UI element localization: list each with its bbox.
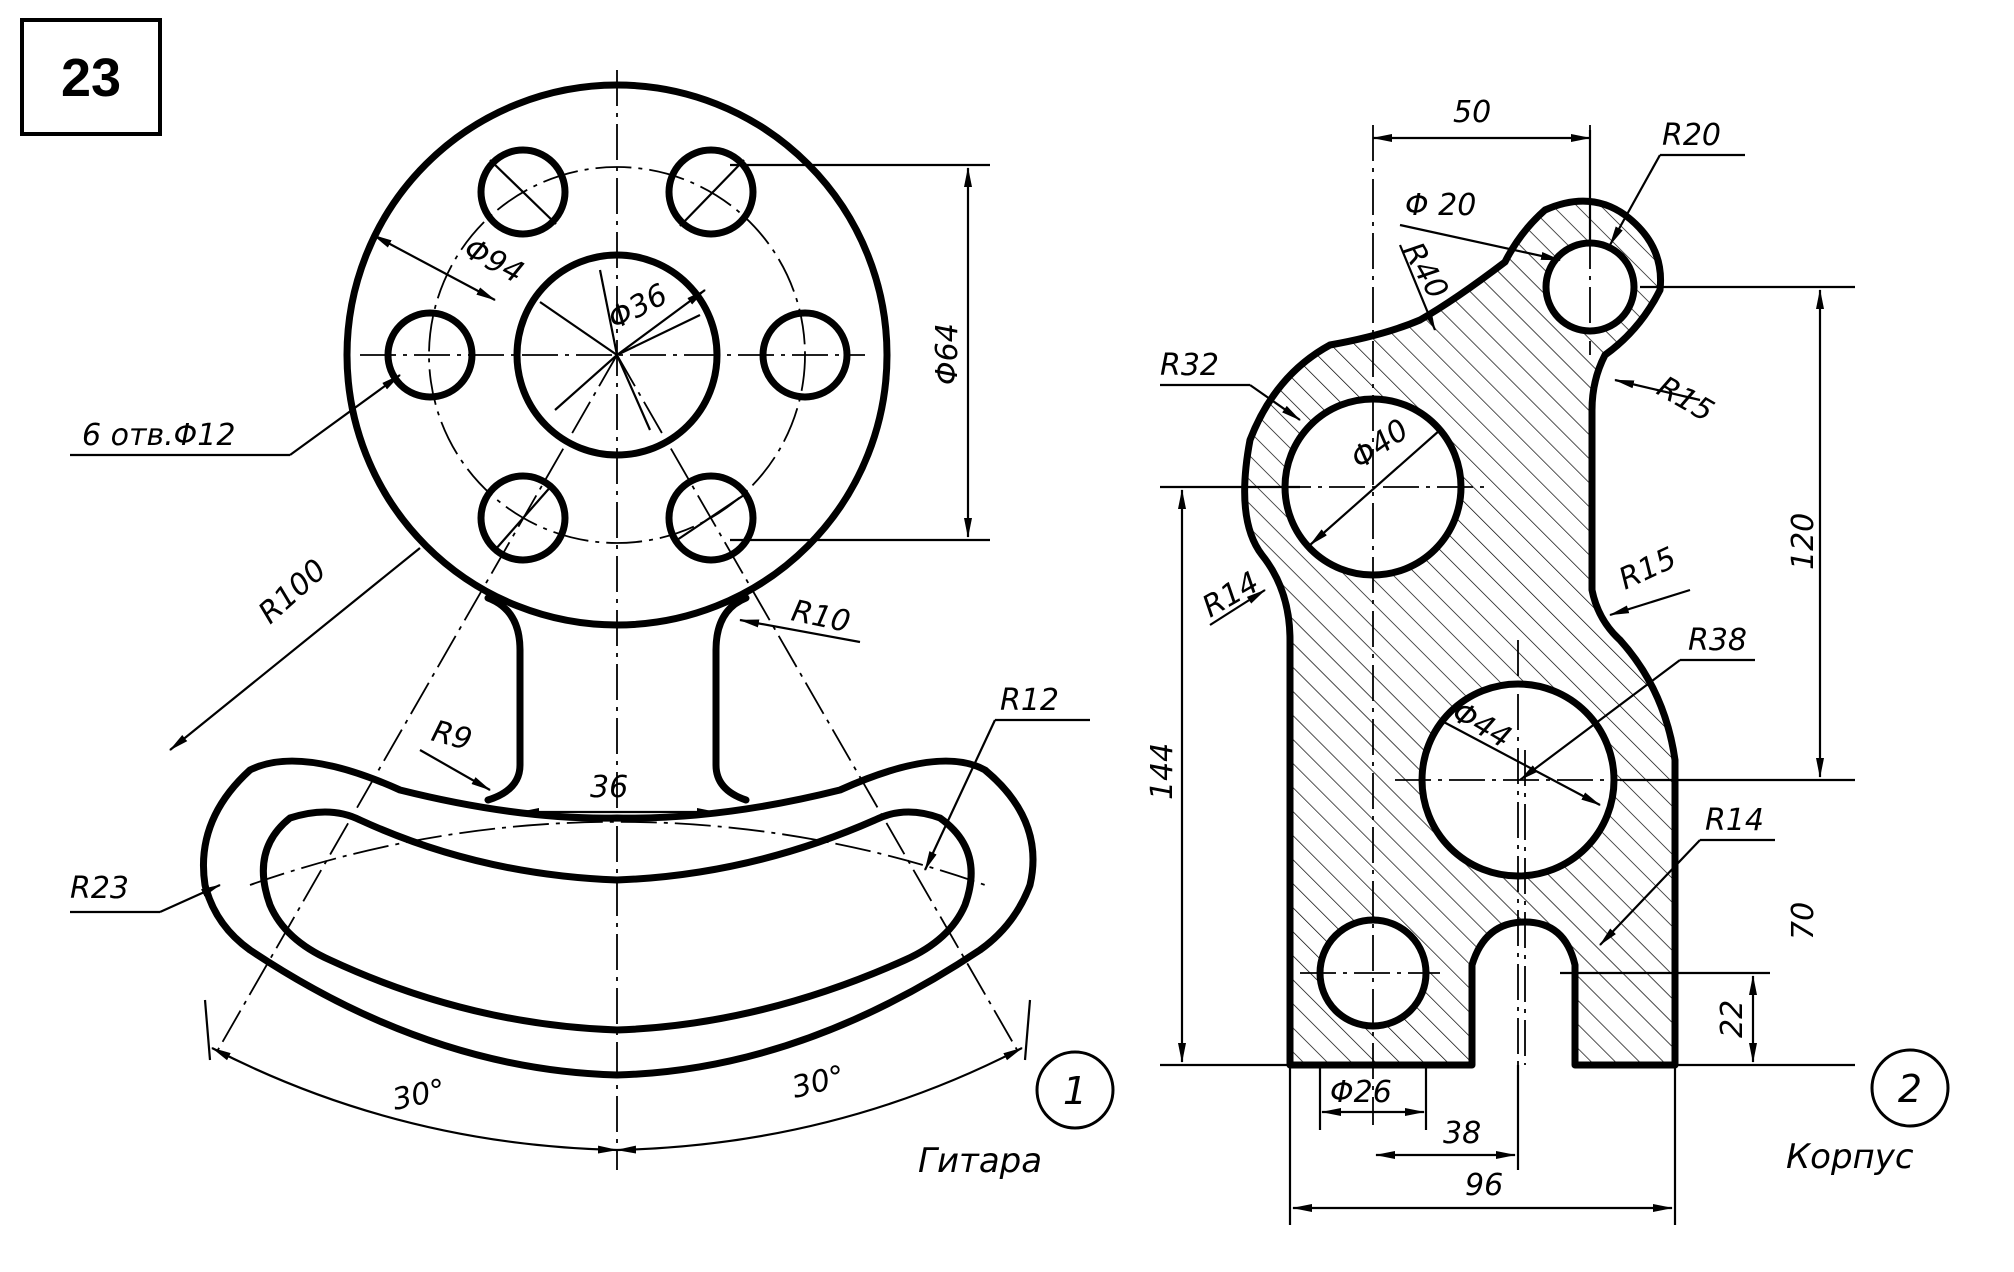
- dim-r20: R20: [1662, 118, 1721, 153]
- dim-holes: 6 отв.Φ12: [82, 418, 235, 453]
- dim-angle-left: 30°: [389, 1073, 448, 1118]
- dim-r15-top: R15: [1651, 370, 1720, 430]
- part1-title: Гитара: [918, 1141, 1042, 1181]
- part1-guitar: Φ94 Φ36 Φ64 6 отв.Φ12 R100 R10 R9 36 R12…: [70, 70, 1115, 1181]
- dim-w50: 50: [1453, 95, 1491, 130]
- dim-w96: 96: [1465, 1168, 1503, 1203]
- bolt-hole: [665, 472, 757, 564]
- dim-angle-right: 30°: [788, 1059, 848, 1106]
- part1-number-circle: [1035, 1050, 1115, 1130]
- dim-r15-mid: R15: [1614, 541, 1682, 598]
- dim-r32: R32: [1160, 348, 1219, 383]
- bolt-hole: [384, 309, 476, 401]
- ray-left: [214, 354, 618, 1056]
- dim-h144: 144: [1145, 743, 1180, 800]
- part2-number: 2: [1898, 1067, 1922, 1111]
- part2-housing: 50 R20 Φ 20 R40 R32 R15 Φ40 120 R14 R15: [1145, 95, 1950, 1225]
- bolt-hole: [477, 146, 569, 238]
- bolt-hole: [759, 309, 851, 401]
- neck-left: [484, 594, 524, 804]
- flange-outer-circle: [343, 81, 891, 629]
- arm-outer-contour: [199, 757, 1037, 1079]
- dim-d36: Φ36: [602, 277, 673, 337]
- sheet-number-box: 23: [20, 18, 162, 136]
- dim-d64: Φ64: [930, 323, 965, 385]
- bolt-hole: [477, 472, 569, 564]
- dim-r9: R9: [428, 714, 476, 758]
- dim-w36: 36: [590, 770, 628, 805]
- part2-title: Корпус: [1786, 1137, 1914, 1177]
- dim-r14-left: R14: [1197, 565, 1266, 625]
- dim-r14-right: R14: [1705, 803, 1764, 838]
- sheet-number: 23: [61, 48, 121, 108]
- part2-number-circle: [1870, 1048, 1950, 1128]
- dim-r23: R23: [70, 871, 129, 906]
- central-bore: [513, 251, 721, 459]
- ray-right: [616, 354, 1021, 1056]
- dim-r10: R10: [788, 594, 853, 641]
- dim-h120: 120: [1786, 513, 1821, 570]
- bolt-holes: [384, 146, 851, 564]
- hub-rays: [539, 269, 701, 431]
- bolt-hole: [665, 146, 757, 238]
- dim-d20: Φ 20: [1405, 188, 1476, 223]
- dim-h22: 22: [1715, 1000, 1750, 1038]
- dim-h70: 70: [1786, 902, 1821, 940]
- dim-w38: 38: [1443, 1116, 1481, 1151]
- dim-r40: R40: [1395, 237, 1455, 306]
- bolt-circle: [428, 166, 806, 544]
- dim-d26: Φ26: [1330, 1075, 1392, 1110]
- dim-r12: R12: [1000, 683, 1059, 718]
- part1-number: 1: [1063, 1069, 1087, 1113]
- dim-r38: R38: [1688, 623, 1747, 658]
- dim-d94: Φ94: [458, 231, 529, 291]
- arm-slot: [259, 808, 975, 1034]
- dim-r100: R100: [252, 553, 333, 631]
- neck-right: [712, 594, 750, 804]
